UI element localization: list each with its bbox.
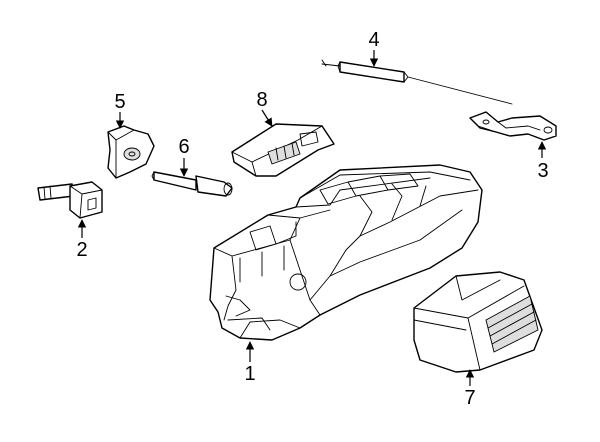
part-8-lamp-assembly[interactable] <box>231 123 335 177</box>
callout-3: 3 <box>537 160 548 182</box>
callout-1: 1 <box>244 363 255 385</box>
part-2-lock-cylinder[interactable] <box>37 181 103 219</box>
callout-4: 4 <box>368 29 379 51</box>
callout-2: 2 <box>76 239 87 261</box>
leader-8 <box>261 109 273 127</box>
callout-leaders <box>77 50 547 386</box>
part-4-damper-rod[interactable] <box>321 59 513 105</box>
part-6-hinge-pin[interactable] <box>151 171 233 197</box>
callout-7: 7 <box>464 387 475 409</box>
callout-5: 5 <box>114 91 125 113</box>
callout-6: 6 <box>178 136 189 158</box>
callout-labels: 1 2 3 4 5 6 7 8 <box>76 29 548 409</box>
part-5-lock-housing[interactable] <box>107 125 155 179</box>
part-7-bin[interactable] <box>413 271 543 373</box>
part-3-latch-bracket[interactable] <box>469 111 557 141</box>
callout-8: 8 <box>256 89 267 111</box>
part-1-glove-box[interactable] <box>209 164 483 341</box>
